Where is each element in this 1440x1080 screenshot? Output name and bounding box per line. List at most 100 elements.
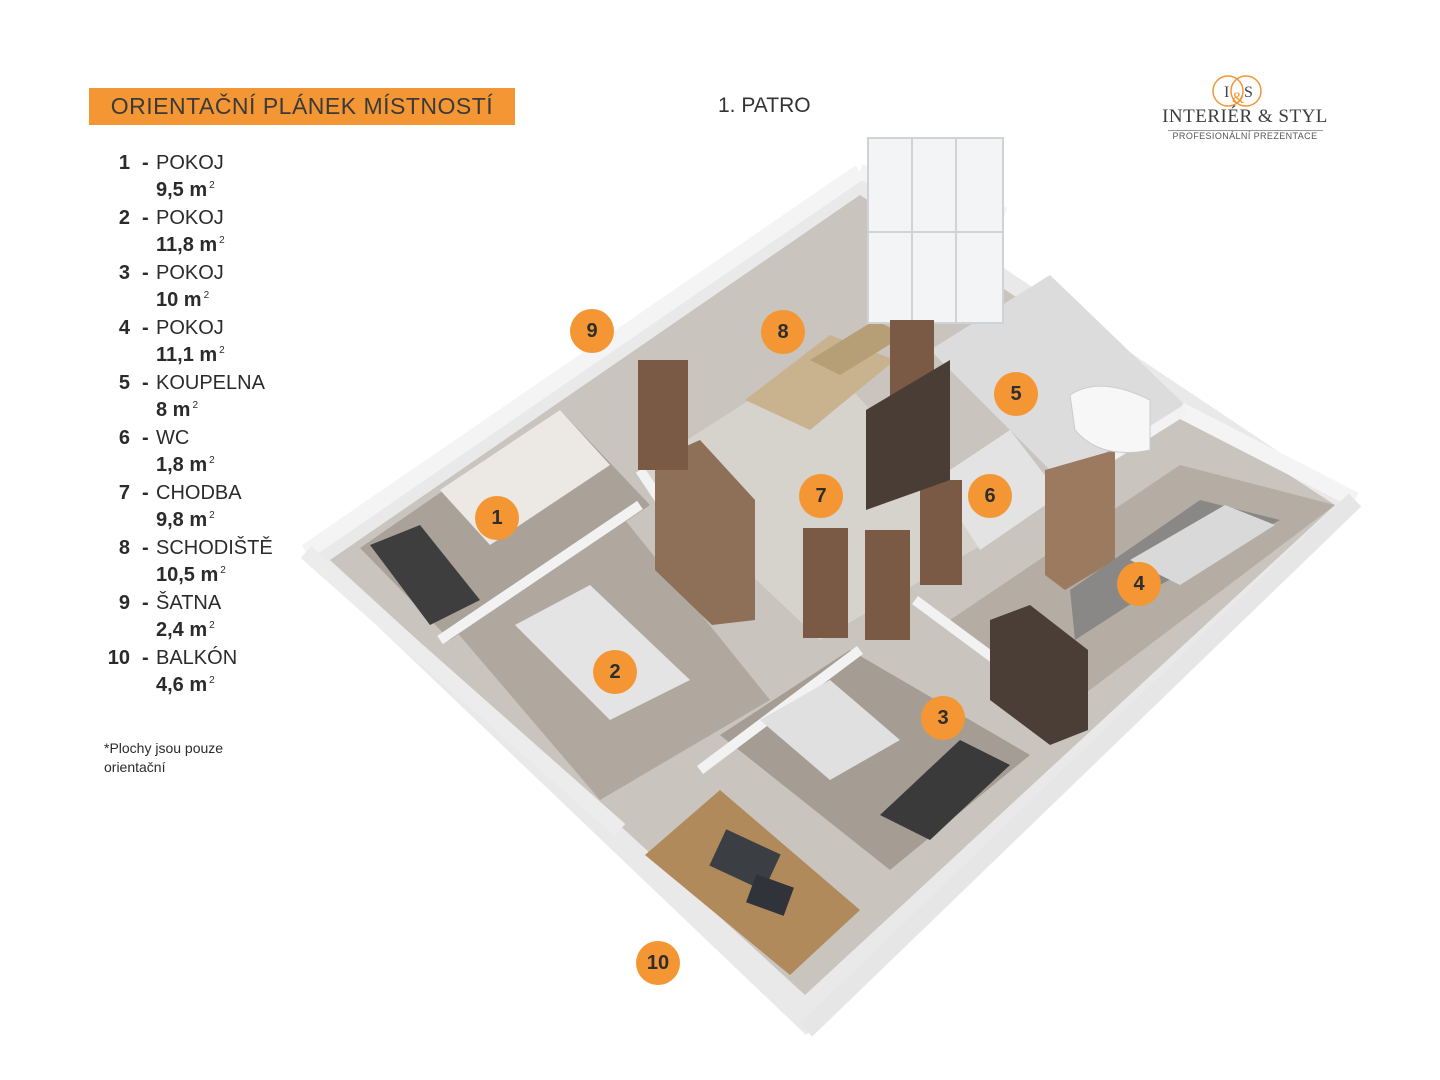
legend-area-value: 4,6 m (156, 674, 208, 696)
logo-name: INTERIÉR & STYL (1162, 106, 1328, 127)
stair-window (867, 137, 1004, 324)
legend-room-name: KOUPELNA (156, 372, 265, 394)
legend-area-exponent: 2 (203, 290, 210, 301)
legend-area-value: 10,5 m (156, 564, 219, 586)
legend-dash: - (142, 427, 149, 449)
legend-room-name: BALKÓN (156, 647, 238, 669)
door-satna (638, 360, 688, 470)
areas-note: *Plochy jsou pouze orientační (104, 740, 224, 775)
legend-room-name: POKOJ (156, 207, 224, 229)
legend-area-exponent: 2 (219, 345, 225, 356)
logo-tagline: PROFESIONÁLNÍ PREZENTACE (1172, 131, 1318, 141)
legend-room-name: ŠATNA (156, 592, 222, 614)
legend-number: 6 (118, 427, 130, 449)
room-marker-6: 6 (968, 474, 1012, 518)
room-marker-2: 2 (593, 650, 637, 694)
legend-area-exponent: 2 (192, 400, 199, 411)
door-corridor-a (803, 528, 848, 638)
legend-number: 10 (107, 647, 130, 669)
bathtub (1069, 385, 1151, 453)
legend-dash: - (142, 207, 149, 229)
outer-wall-e (1176, 402, 1359, 508)
legend-number: 7 (118, 482, 130, 504)
legend-dash: - (142, 262, 149, 284)
plan-title: ORIENTAČNÍ PLÁNEK MÍSTNOSTÍ (110, 93, 494, 119)
legend-area-exponent: 2 (220, 565, 226, 576)
room-marker-4: 4 (1117, 562, 1161, 606)
room-marker-3: 3 (921, 696, 965, 740)
legend-area-exponent: 2 (209, 455, 215, 466)
room-marker-1: 1 (475, 496, 519, 540)
wall-room1-room2 (437, 500, 643, 645)
cabinet-room4 (1045, 450, 1115, 590)
legend-dash: - (142, 592, 149, 614)
legend-area-value: 9,8 m (156, 509, 208, 531)
balcony-table (709, 829, 781, 891)
bed-room3 (760, 680, 900, 780)
legend-area-exponent: 2 (209, 675, 215, 686)
legend-dash: - (142, 647, 149, 669)
legend-area-value: 2,4 m (156, 619, 208, 641)
logo-monogram-right: S (1244, 84, 1253, 101)
legend-area-exponent: 2 (219, 235, 225, 246)
legend-number: 2 (118, 207, 130, 229)
door-corridor-b (865, 530, 910, 640)
legend-area-value: 1,8 m (156, 454, 208, 476)
legend-room-name: POKOJ (156, 262, 224, 284)
legend-dash: - (142, 317, 149, 339)
outer-wall-sw (300, 546, 626, 836)
legend-number: 3 (118, 262, 130, 284)
legend-dash: - (142, 152, 149, 174)
legend-room-name: POKOJ (156, 152, 224, 174)
legend-area-exponent: 2 (209, 510, 215, 521)
desk-room3 (880, 740, 1010, 840)
legend-number: 5 (118, 372, 130, 394)
legend-room-name: SCHODIŠTĚ (156, 537, 273, 559)
legend-area-value: 10 m (156, 289, 202, 311)
legend-area-value: 11,8 m (156, 234, 218, 256)
room-marker-8: 8 (761, 310, 805, 354)
legend-number: 8 (118, 537, 130, 559)
room-marker-10: 10 (636, 941, 680, 985)
legend-number: 1 (118, 152, 130, 174)
legend-room-name: POKOJ (156, 317, 224, 339)
room-marker-5: 5 (994, 372, 1038, 416)
brand-logo: I & S INTERIÉR & STYL PROFESIONÁLNÍ PREZ… (1160, 72, 1340, 144)
legend-room-name: WC (156, 427, 190, 449)
outer-wall-nw (301, 165, 865, 559)
legend-dash: - (142, 372, 149, 394)
logo-monogram-left: I (1224, 84, 1229, 101)
legend-area-value: 9,5 m (156, 179, 208, 201)
logo-monogram-amp: & (1232, 90, 1245, 107)
legend-dash: - (142, 482, 149, 504)
room-marker-7: 7 (799, 474, 843, 518)
legend-area-exponent: 2 (209, 180, 215, 191)
room-marker-9: 9 (570, 309, 614, 353)
wardrobe-room4 (990, 605, 1088, 745)
outer-wall-se (799, 493, 1362, 1037)
bath-cabinet (866, 360, 950, 510)
legend-number: 4 (118, 317, 130, 339)
legend-area-exponent: 2 (209, 620, 215, 631)
legend-room-name: CHODBA (156, 482, 242, 504)
legend-area-value: 11,1 m (156, 344, 218, 366)
logo-monogram-icon: I & S (1212, 75, 1262, 107)
